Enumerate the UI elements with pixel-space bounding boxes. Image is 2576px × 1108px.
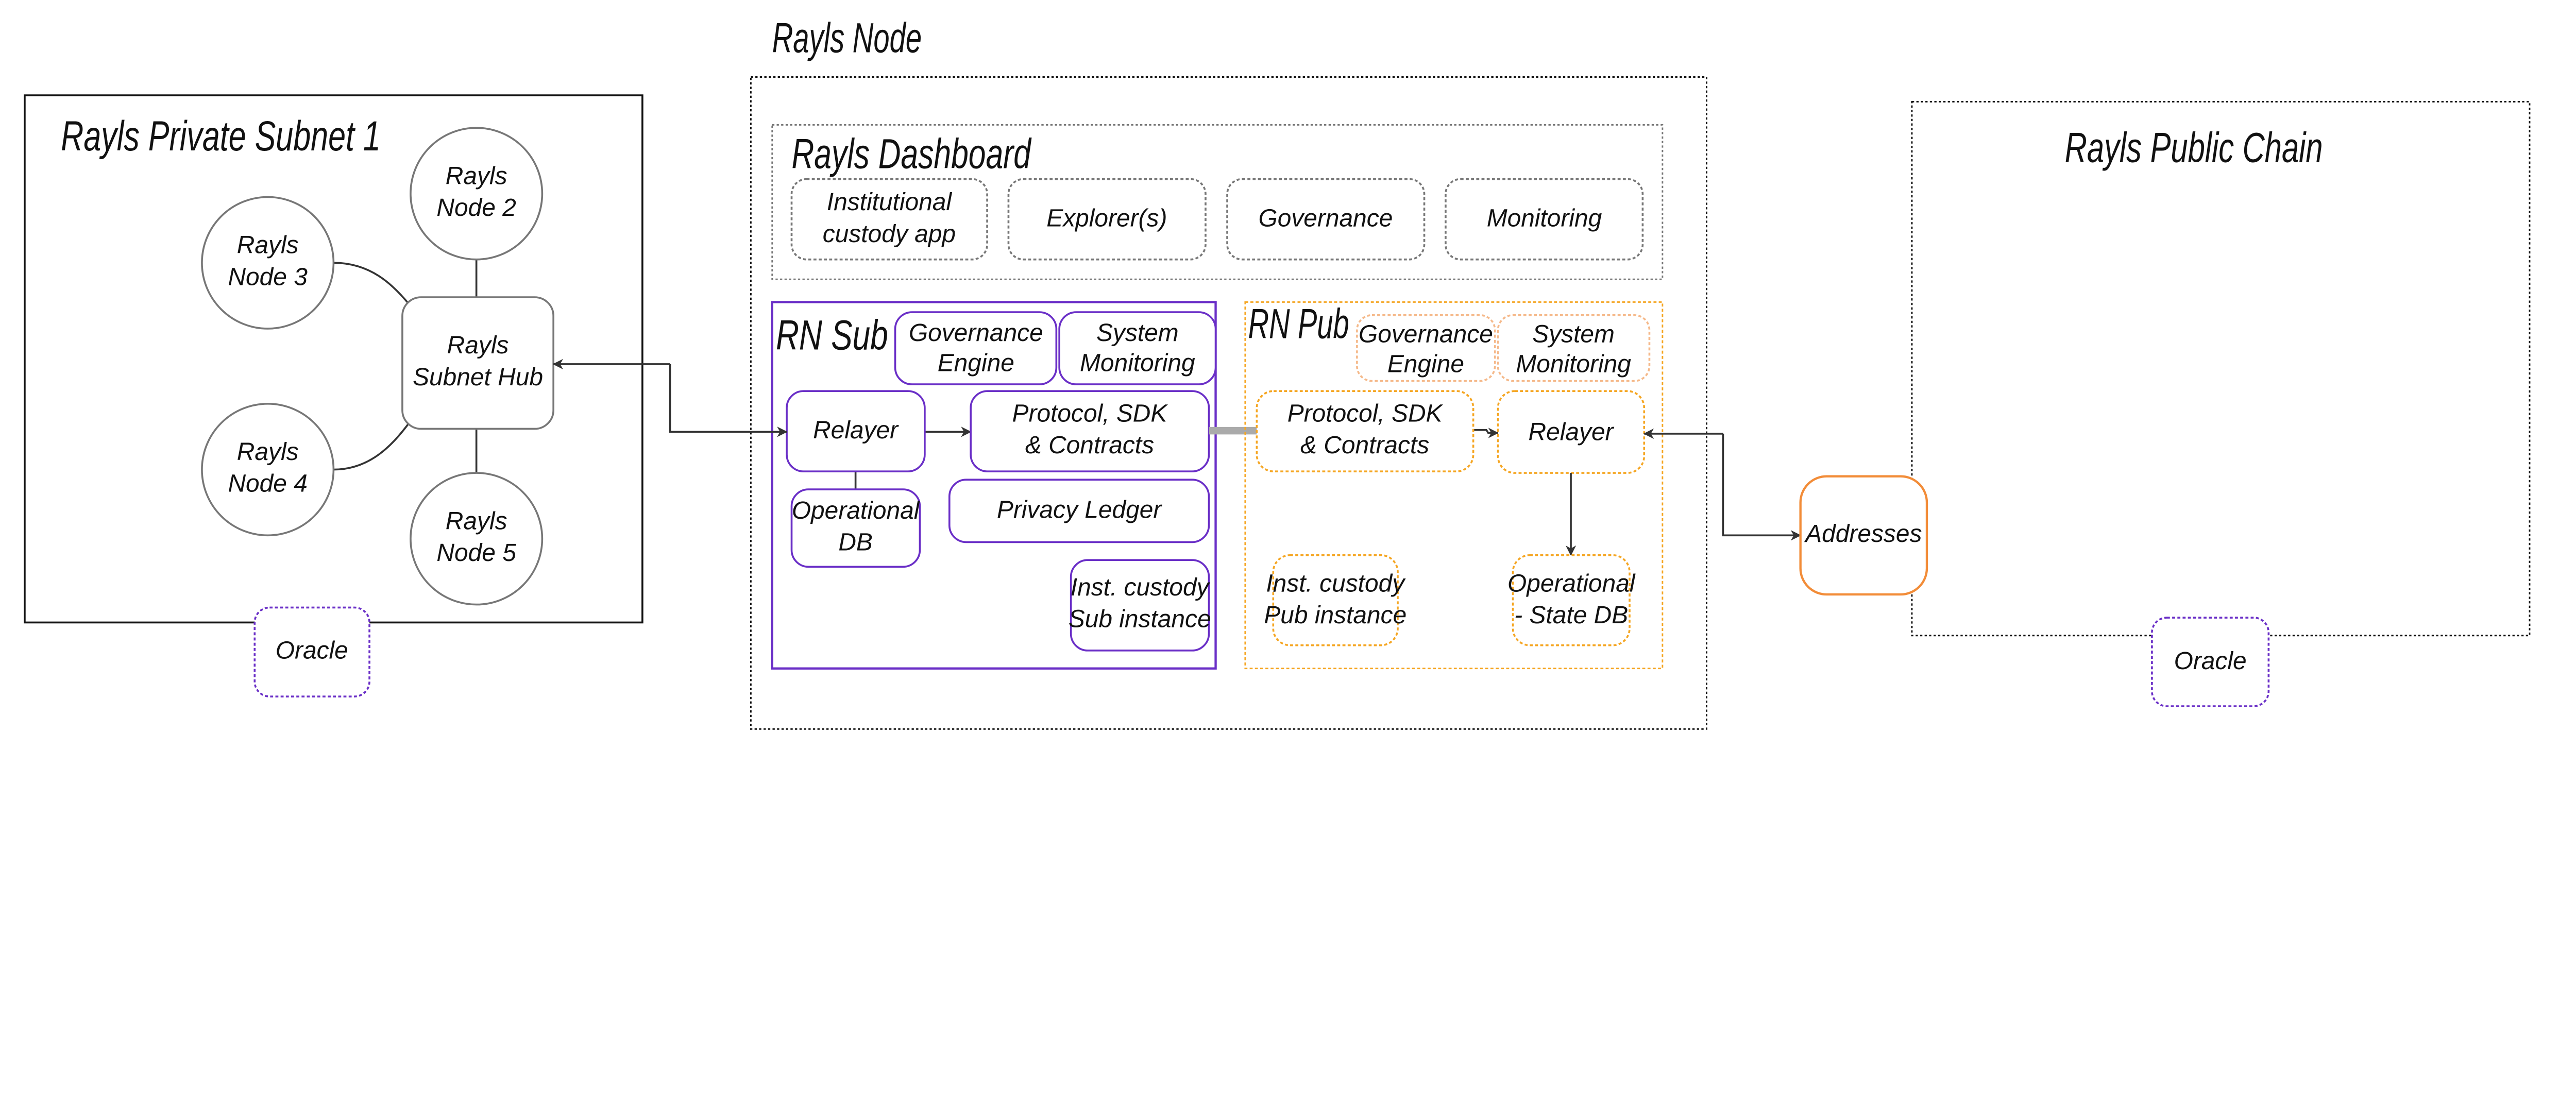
box-label: Protocol, SDK [1287, 400, 1444, 427]
item-label: custody app [823, 220, 956, 248]
dashboard-item-custody-app[interactable]: Institutional custody app [790, 178, 988, 261]
public-chain: Rayls Public Chain [1911, 100, 2531, 637]
arrow-relayer-addresses [1722, 433, 1802, 541]
sub-privacy-ledger[interactable]: Privacy Ledger [948, 479, 1210, 543]
oracle-label: Oracle [2174, 647, 2247, 675]
addresses[interactable]: Addresses [1799, 475, 1928, 596]
pub-relayer[interactable]: Relayer [1497, 390, 1646, 474]
node-2[interactable]: Rayls Node 2 [410, 127, 544, 261]
box-label: System [1096, 319, 1179, 347]
box-label: Privacy Ledger [997, 497, 1162, 524]
box-label: Protocol, SDK [1012, 400, 1168, 427]
box-label: System [1532, 320, 1615, 348]
box-label: Pub instance [1264, 602, 1406, 629]
oracle-left[interactable]: Oracle [253, 606, 370, 697]
sub-operational-db[interactable]: Operational DB [790, 488, 921, 568]
arrow-hub-relayer [669, 364, 788, 437]
box-label: Governance [909, 319, 1043, 347]
box-label: Operational [1507, 570, 1636, 598]
arrow [1473, 428, 1499, 438]
item-label: Monitoring [1487, 204, 1602, 232]
rayls-dashboard: Institutional custody app Explorer(s) Go… [771, 124, 1664, 280]
connector [333, 262, 411, 305]
rn-pub-title: RN Pub [1248, 301, 1349, 348]
pub-operational-state-db[interactable]: Operational - State DB [1507, 554, 1636, 646]
architecture-diagram: Rayls Node 2 Rayls Node 3 Rayls Node 4 R… [24, 14, 2531, 730]
box-label: Engine [1387, 350, 1464, 378]
oracle-right[interactable]: Oracle [2151, 617, 2270, 707]
node-label: Rayls [237, 232, 299, 259]
pub-system-monitoring[interactable]: System Monitoring [1497, 314, 1651, 382]
hub-label: Rayls [447, 332, 509, 359]
sub-protocol-sdk-contracts[interactable]: Protocol, SDK & Contracts [970, 390, 1210, 473]
addresses-label: Addresses [1804, 520, 1922, 548]
connector [333, 422, 411, 471]
box-label: Relayer [1529, 419, 1615, 446]
rn-sub: Governance Engine System Monitoring Rela… [771, 301, 1217, 670]
box-label: Inst. custody [1071, 574, 1211, 601]
box-label: - State DB [1514, 602, 1628, 629]
node-label: Rayls [446, 507, 507, 535]
sub-relayer[interactable]: Relayer [786, 390, 926, 473]
box-label: Relayer [813, 417, 899, 444]
rn-sub-title: RN Sub [776, 312, 888, 359]
subnet-hub[interactable]: Rayls Subnet Hub [401, 296, 554, 430]
pub-inst-custody[interactable]: Inst. custody Pub instance [1264, 554, 1406, 646]
node-label: Rayls [237, 438, 299, 466]
rayls-node: Rayls Node Institutional custody app Exp… [750, 14, 1707, 730]
rayls-node-title: Rayls Node [772, 14, 922, 61]
pub-protocol-sdk-contracts[interactable]: Protocol, SDK & Contracts [1256, 390, 1475, 473]
sub-governance-engine[interactable]: Governance Engine [894, 311, 1058, 385]
node-5[interactable]: Rayls Node 5 [410, 472, 544, 606]
item-label: Governance [1258, 204, 1393, 232]
box-label: Sub instance [1069, 605, 1211, 633]
box-label: & Contracts [1025, 432, 1154, 459]
box-label: DB [838, 529, 873, 556]
box-label: Operational [792, 497, 920, 524]
node-label: Node 3 [228, 263, 308, 291]
rn-pub: Governance Engine System Monitoring Prot… [1244, 301, 1664, 670]
box-label: Governance [1359, 320, 1493, 348]
box-label: & Contracts [1300, 432, 1429, 459]
node-label: Node 2 [436, 194, 516, 221]
dashboard-title: Rayls Dashboard [791, 130, 1032, 177]
node-label: Rayls [446, 162, 507, 190]
node-4[interactable]: Rayls Node 4 [201, 403, 335, 537]
private-subnet: Rayls Node 2 Rayls Node 3 Rayls Node 4 R… [24, 94, 643, 624]
node-label: Node 4 [228, 470, 307, 498]
box-label: Inst. custody [1266, 570, 1406, 598]
box-label: Engine [938, 349, 1014, 377]
sub-system-monitoring[interactable]: System Monitoring [1058, 311, 1217, 385]
node-label: Node 5 [436, 539, 516, 567]
subnet-title: Rayls Private Subnet 1 [61, 113, 381, 160]
pub-governance-engine[interactable]: Governance Engine [1356, 314, 1496, 382]
dashboard-item-monitoring[interactable]: Monitoring [1445, 178, 1644, 261]
box-label: Monitoring [1080, 349, 1195, 377]
node-3[interactable]: Rayls Node 3 [201, 196, 335, 330]
sub-inst-custody[interactable]: Inst. custody Sub instance [1069, 559, 1211, 652]
dashboard-item-explorers[interactable]: Explorer(s) [1007, 178, 1207, 261]
dashboard-item-governance[interactable]: Governance [1226, 178, 1426, 261]
public-chain-title: Rayls Public Chain [2065, 125, 2323, 172]
hub-label: Subnet Hub [413, 364, 543, 391]
oracle-label: Oracle [276, 637, 348, 664]
item-label: Institutional [827, 189, 953, 216]
box-label: Monitoring [1516, 350, 1631, 378]
item-label: Explorer(s) [1046, 204, 1167, 232]
